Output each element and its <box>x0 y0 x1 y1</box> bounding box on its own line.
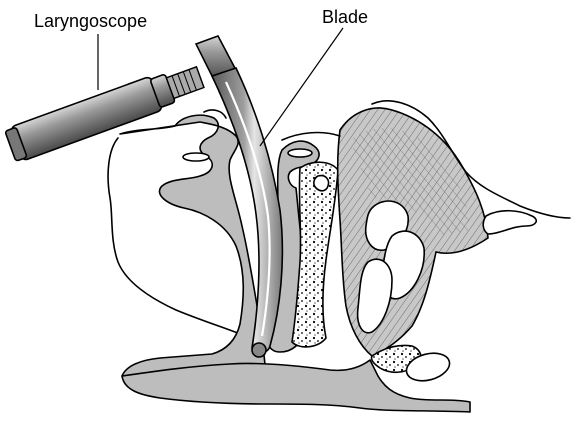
occipital-bone <box>483 211 536 234</box>
palate-gap <box>288 149 312 157</box>
blade-leader-line <box>260 28 343 146</box>
laryngoscope-handle <box>10 76 163 161</box>
laryngoscope <box>4 60 206 163</box>
laryngoscope-thread <box>166 67 204 99</box>
teeth-gap <box>183 153 209 161</box>
palate-line <box>282 133 340 140</box>
blade-tip <box>252 343 266 357</box>
blade-label: Blade <box>322 7 368 28</box>
trachea-ring <box>314 176 329 191</box>
laryngoscope-label: Laryngoscope <box>34 11 147 32</box>
